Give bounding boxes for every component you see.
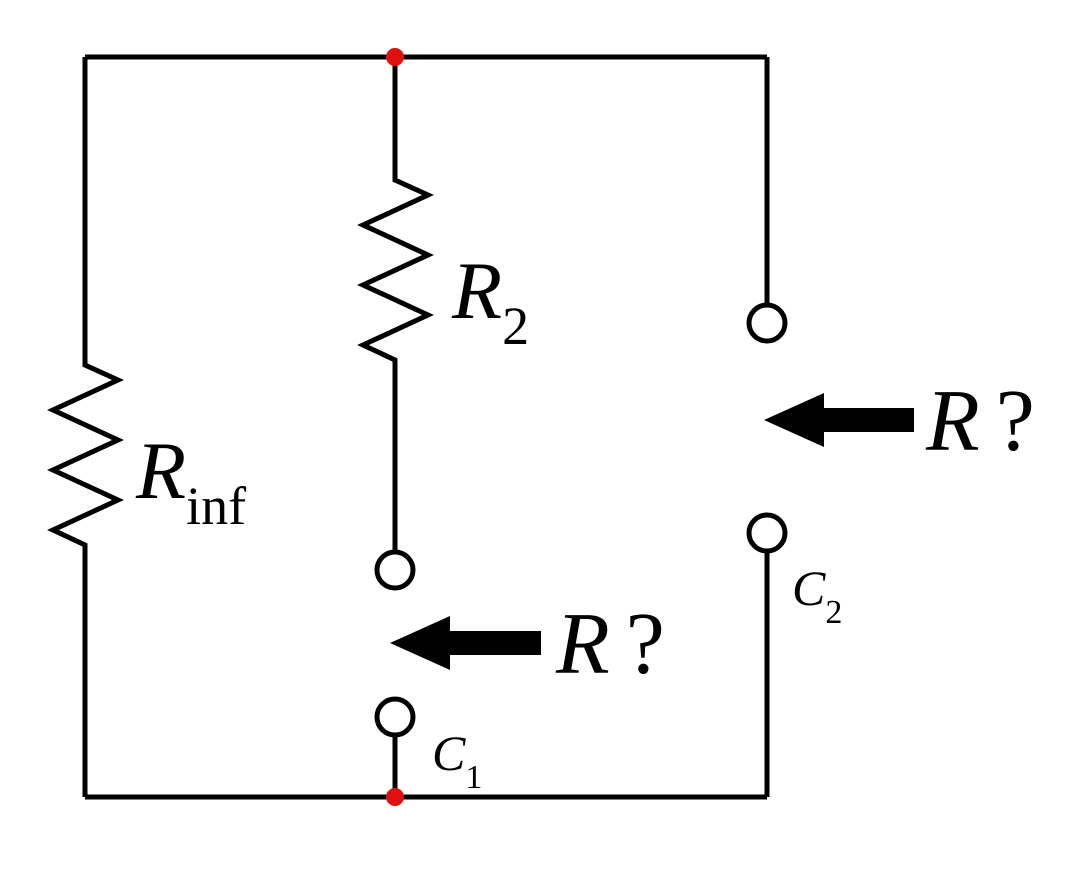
c2-label: C2 <box>792 560 842 631</box>
left-branch-wire <box>47 57 125 797</box>
c2-lower-terminal <box>746 512 788 554</box>
right-arrow-icon <box>764 393 914 447</box>
c1-label: C1 <box>432 725 482 796</box>
query-right-label: R? <box>925 373 1035 470</box>
c1-upper-terminal <box>374 549 416 591</box>
query-lower-label: R? <box>555 596 665 693</box>
bottom-junction-node <box>386 788 404 806</box>
r-inf-label: Rinf <box>135 425 246 536</box>
middle-branch-upper-wire <box>357 57 435 552</box>
r-2-label: R2 <box>451 245 529 356</box>
c2-upper-terminal <box>746 302 788 344</box>
c1-lower-terminal <box>374 696 416 738</box>
top-junction-node <box>386 48 404 66</box>
lower-arrow-icon <box>390 616 541 670</box>
